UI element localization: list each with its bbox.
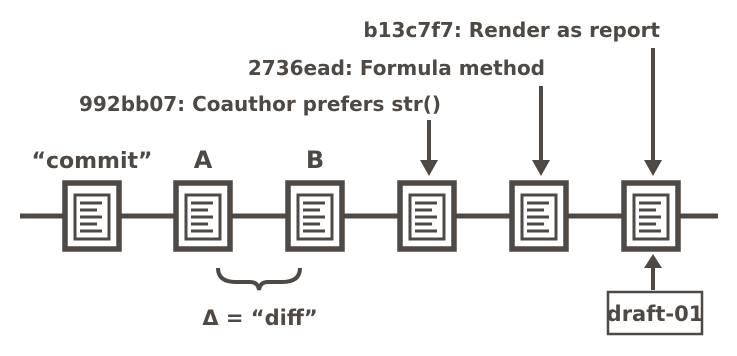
commit-b-label: B (306, 146, 324, 174)
arrow-down-icon (644, 48, 662, 176)
tag-draft-01: draft-01 (607, 290, 704, 336)
commit-label: “commit” (32, 149, 153, 174)
commit-2736ead-document-icon (512, 183, 566, 249)
diff-brace-icon (216, 267, 302, 291)
commit-a-document-icon (176, 183, 230, 249)
commit-b13c7f7-document-icon (624, 183, 678, 249)
arrow-down-icon (420, 120, 438, 176)
arrow-down-icon (532, 86, 550, 176)
tag-label: draft-01 (607, 302, 704, 326)
commit-a-label: A (194, 146, 213, 174)
arrow-up-icon (644, 254, 662, 290)
message-992bb07: 992bb07: Coauthor prefers str() (79, 92, 441, 116)
commit-document-icon (65, 183, 119, 249)
message-b13c7f7: b13c7f7: Render as report (363, 18, 660, 42)
message-2736ead: 2736ead: Formula method (248, 56, 545, 80)
diff-label: Δ = “diff” (202, 306, 317, 330)
commit-992bb07-document-icon (400, 183, 454, 249)
commit-b-document-icon (288, 183, 342, 249)
